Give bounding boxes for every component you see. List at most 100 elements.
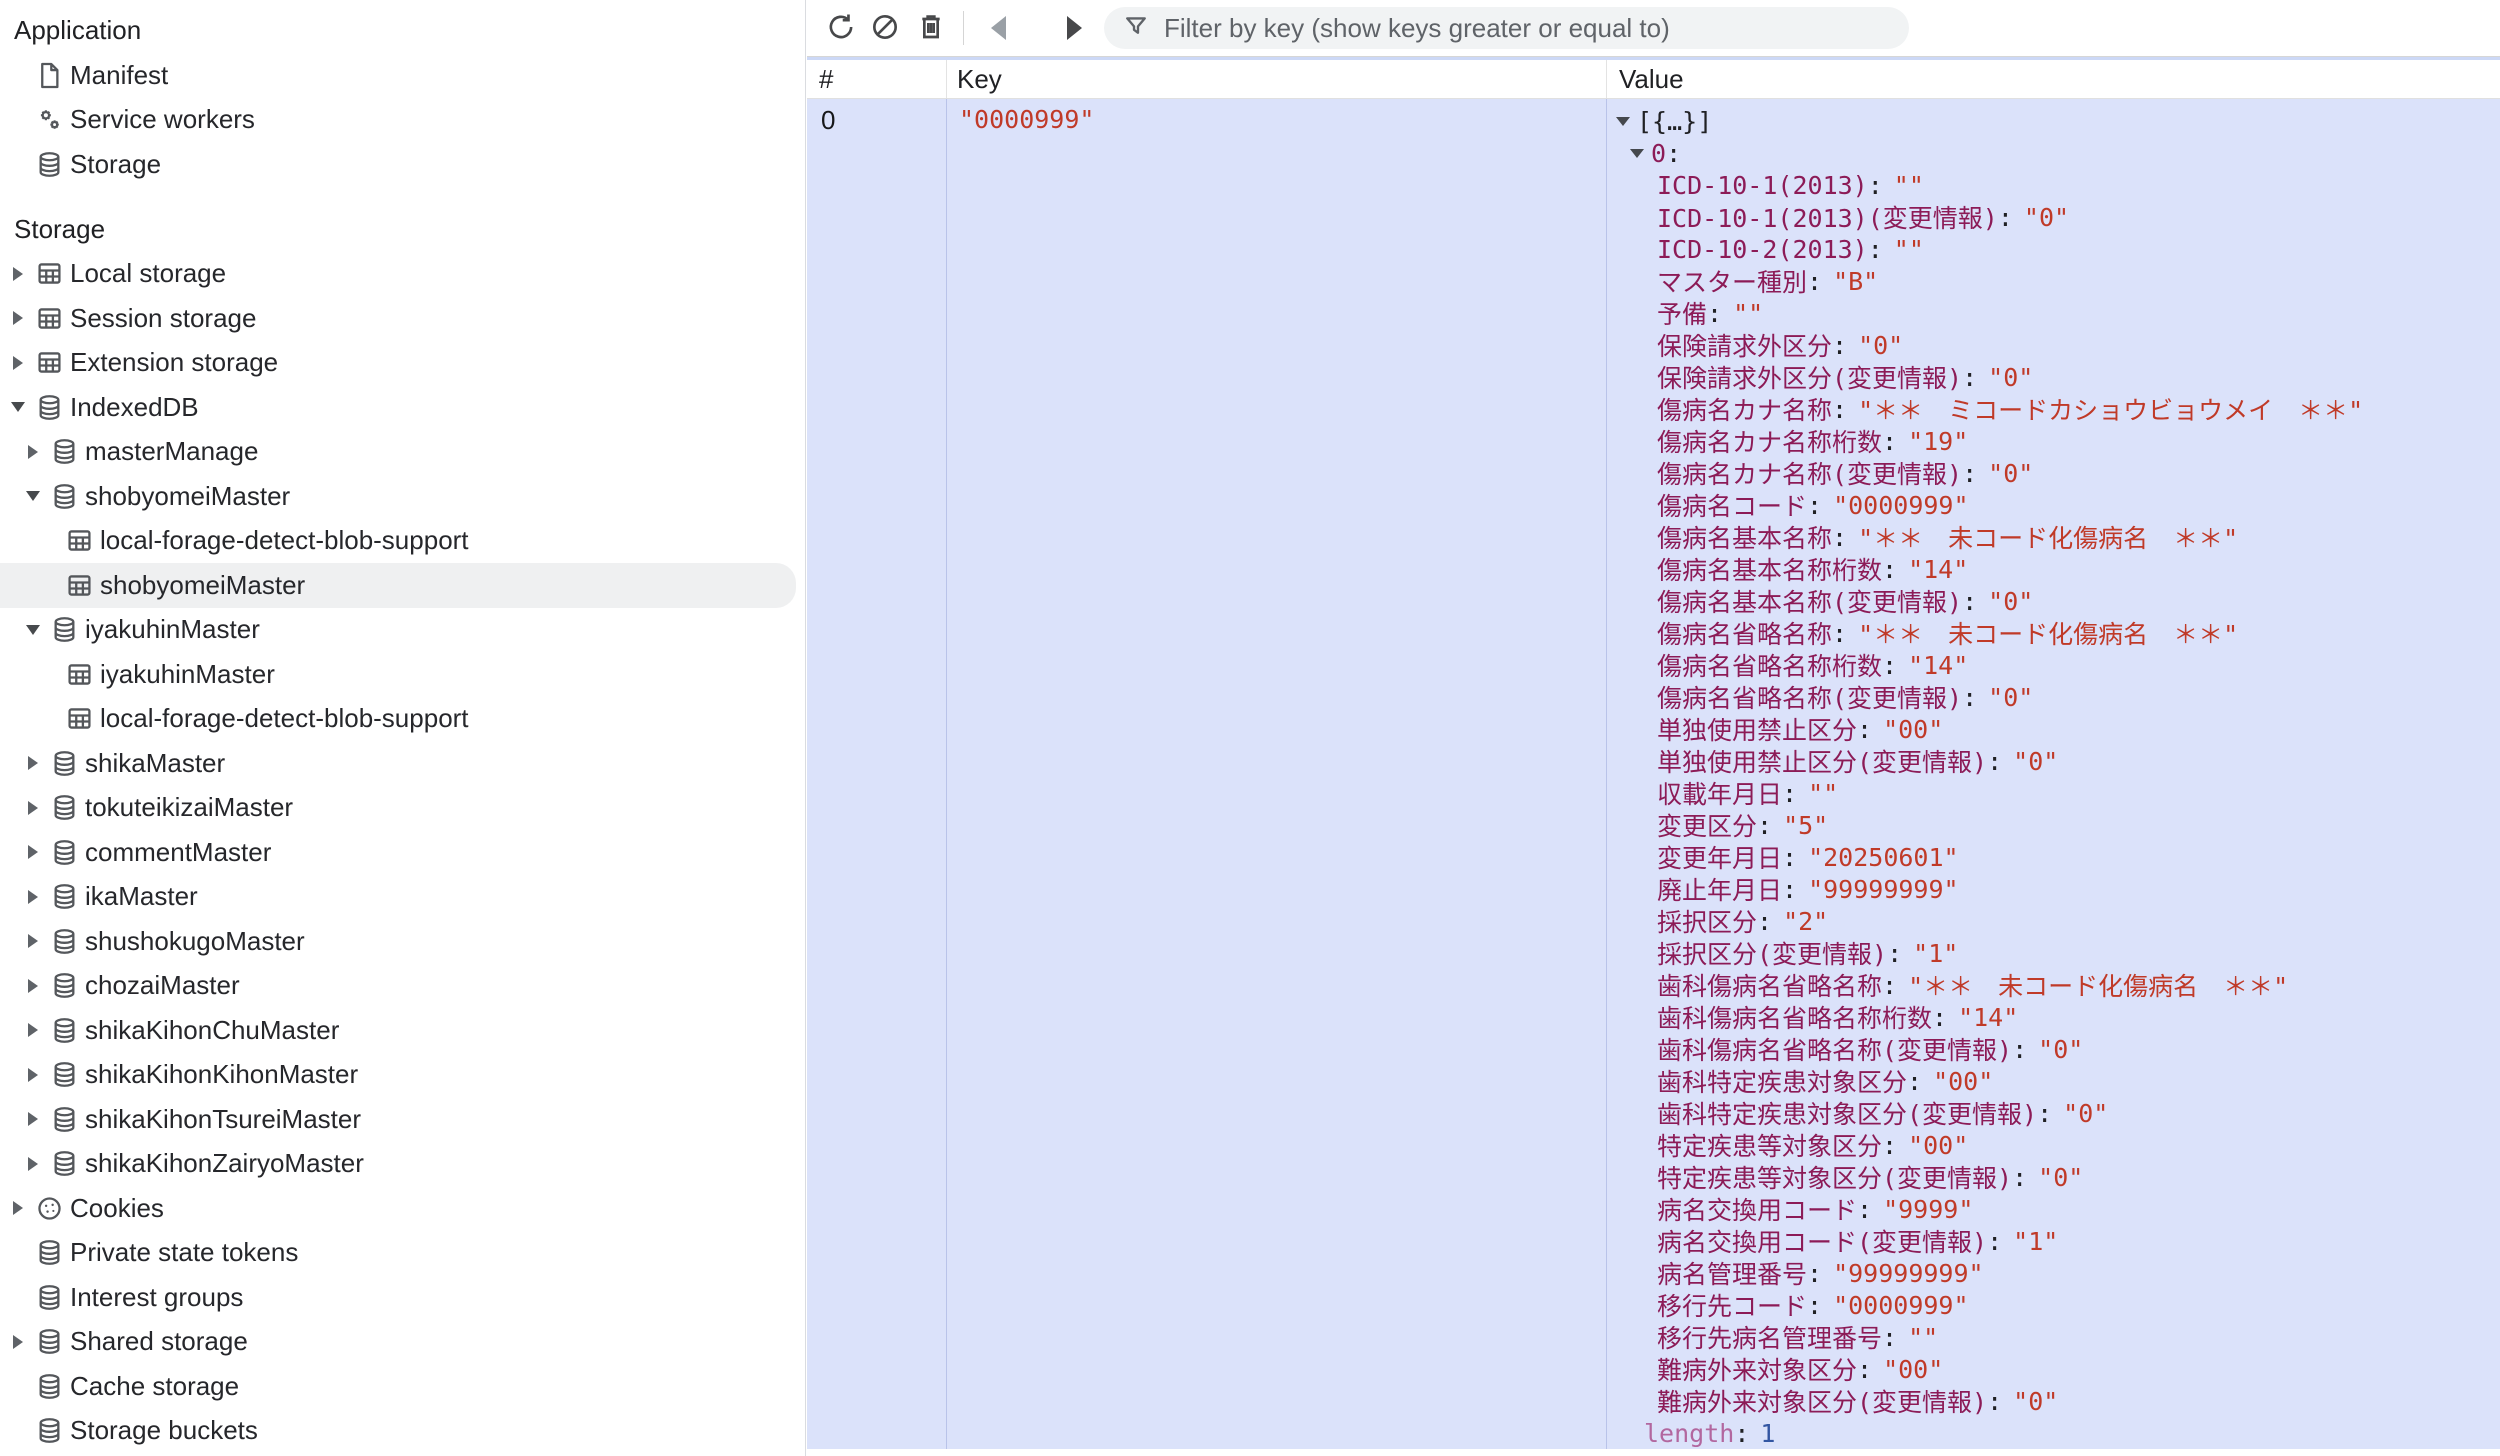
chevron-collapsed-icon[interactable] <box>13 1334 23 1349</box>
chevron-collapsed-icon[interactable] <box>13 266 23 281</box>
sidebar-item-shobyomeimaster[interactable]: shobyomeiMaster <box>0 563 796 608</box>
chevron-collapsed-icon[interactable] <box>28 1112 38 1127</box>
chevron-collapsed-icon[interactable] <box>28 934 38 949</box>
colon: : <box>1887 938 1903 968</box>
next-page-button[interactable] <box>1056 10 1092 46</box>
tree-number-value: 1 <box>1760 1418 1776 1448</box>
sidebar-item-label: Service workers <box>70 104 255 135</box>
tree-string-value: "99999999" <box>1808 874 1959 904</box>
sidebar-item-service-workers[interactable]: Service workers <box>0 98 805 143</box>
sidebar-item-mastermanage[interactable]: masterManage <box>0 430 805 475</box>
sidebar-item-shikakihonchumaster[interactable]: shikaKihonChuMaster <box>0 1008 805 1053</box>
record-value-cell: [{…}]0:ICD-10-1(2013):""ICD-10-1(2013)(変… <box>1607 99 2500 1449</box>
sidebar-item-shikakihontsureimaster[interactable]: shikaKihonTsureiMaster <box>0 1097 805 1142</box>
sidebar-item-indexeddb[interactable]: IndexedDB <box>0 385 805 430</box>
sidebar-item-local-forage-detect-blob-support[interactable]: local-forage-detect-blob-support <box>0 697 805 742</box>
tree-key: 病名交換用コード(変更情報) <box>1657 1228 1988 1257</box>
colon: : <box>1962 362 1978 392</box>
sidebar-item-local-storage[interactable]: Local storage <box>0 252 805 297</box>
sidebar-item-shikamaster[interactable]: shikaMaster <box>0 741 805 786</box>
sidebar-item-label: ikaMaster <box>85 881 198 912</box>
colon: : <box>1666 138 1682 168</box>
colon: : <box>1807 266 1823 296</box>
tree-string-value: "＊＊ 未コード化傷病名 ＊＊" <box>1858 620 2239 649</box>
tree-key: 採択区分 <box>1657 908 1758 937</box>
chevron-collapsed-icon[interactable] <box>28 444 38 459</box>
tree-string-value: "9999" <box>1883 1194 1974 1224</box>
tree-key: 採択区分(変更情報) <box>1657 940 1888 969</box>
sidebar-item-label: tokuteikizaiMaster <box>85 792 294 823</box>
chevron-collapsed-icon[interactable] <box>28 800 38 815</box>
expand-arrow-slot <box>21 1067 45 1082</box>
tree-field-line: 移行先コード:"0000999" <box>1607 1289 2500 1322</box>
chevron-expanded-icon[interactable] <box>11 402 25 413</box>
tree-key: 歯科特定疾患対象区分(変更情報) <box>1657 1100 2038 1129</box>
sidebar-item-label: masterManage <box>85 436 259 467</box>
sidebar-item-shobyomeimaster[interactable]: shobyomeiMaster <box>0 474 805 519</box>
chevron-expanded-icon[interactable] <box>26 624 40 635</box>
database-icon <box>45 1060 83 1089</box>
table-icon <box>30 304 68 333</box>
column-header-key: Key <box>947 60 1607 98</box>
chevron-collapsed-icon[interactable] <box>28 978 38 993</box>
sidebar-item-extension-storage[interactable]: Extension storage <box>0 341 805 386</box>
chevron-collapsed-icon[interactable] <box>13 355 23 370</box>
sidebar-item-shikakihonzairyomaster[interactable]: shikaKihonZairyoMaster <box>0 1142 805 1187</box>
chevron-expanded-icon[interactable] <box>26 491 40 502</box>
refresh-button[interactable] <box>823 10 859 46</box>
sidebar-item-shikakihonkihonmaster[interactable]: shikaKihonKihonMaster <box>0 1053 805 1098</box>
sidebar-item-ikamaster[interactable]: ikaMaster <box>0 875 805 920</box>
sidebar-item-cookies[interactable]: Cookies <box>0 1186 805 1231</box>
tree-string-value: "0" <box>2038 1034 2084 1064</box>
tree-key: ICD-10-1(2013)(変更情報) <box>1657 204 1998 233</box>
sidebar-item-session-storage[interactable]: Session storage <box>0 296 805 341</box>
chevron-collapsed-icon[interactable] <box>28 889 38 904</box>
colon: : <box>1734 1418 1750 1448</box>
tree-field-line: 変更年月日:"20250601" <box>1607 841 2500 874</box>
previous-page-button[interactable] <box>980 10 1016 46</box>
colon: : <box>1832 618 1848 648</box>
sidebar-item-iyakuhinmaster[interactable]: iyakuhinMaster <box>0 608 805 653</box>
tree-string-value: "00" <box>1883 714 1944 744</box>
sidebar-item-storage[interactable]: Storage <box>0 142 805 187</box>
tree-expand-arrow[interactable] <box>1630 148 1644 158</box>
sidebar-item-chozaimaster[interactable]: chozaiMaster <box>0 964 805 1009</box>
colon: : <box>1832 522 1848 552</box>
chevron-collapsed-icon[interactable] <box>13 1201 23 1216</box>
chevron-collapsed-icon[interactable] <box>28 1067 38 1082</box>
tree-key: 難病外来対象区分(変更情報) <box>1657 1388 1988 1417</box>
sidebar-item-shared-storage[interactable]: Shared storage <box>0 1320 805 1365</box>
tree-field-line: 病名管理番号:"99999999" <box>1607 1257 2500 1290</box>
delete-selected-button[interactable] <box>913 10 949 46</box>
sidebar-item-private-state-tokens[interactable]: Private state tokens <box>0 1231 805 1276</box>
tree-string-value: "0" <box>1858 330 1904 360</box>
tree-key: 傷病名省略名称桁数 <box>1657 652 1883 681</box>
tree-key: 予備 <box>1657 300 1708 329</box>
sidebar-item-label: shobyomeiMaster <box>100 569 306 600</box>
chevron-collapsed-icon[interactable] <box>28 756 38 771</box>
chevron-collapsed-icon[interactable] <box>28 1023 38 1038</box>
tree-string-value: "2" <box>1783 906 1829 936</box>
tree-key: 傷病名コード <box>1657 492 1808 521</box>
sidebar-item-cache-storage[interactable]: Cache storage <box>0 1364 805 1409</box>
sidebar-item-interest-groups[interactable]: Interest groups <box>0 1275 805 1320</box>
record-row[interactable]: 0 "0000999" [{…}]0:ICD-10-1(2013):""ICD-… <box>807 99 2500 1449</box>
database-icon <box>45 482 83 511</box>
tree-field-line: 歯科傷病名省略名称桁数:"14" <box>1607 1001 2500 1034</box>
chevron-collapsed-icon[interactable] <box>28 1156 38 1171</box>
key-filter-input[interactable] <box>1162 11 1891 45</box>
chevron-collapsed-icon[interactable] <box>13 311 23 326</box>
sidebar-item-local-forage-detect-blob-support[interactable]: local-forage-detect-blob-support <box>0 519 805 564</box>
sidebar-item-manifest[interactable]: Manifest <box>0 53 805 98</box>
clear-object-store-button[interactable] <box>867 10 903 46</box>
sidebar-item-label: shikaKihonTsureiMaster <box>85 1103 362 1134</box>
sidebar-item-shushokugomaster[interactable]: shushokugoMaster <box>0 919 805 964</box>
tree-field-line: 保険請求外区分:"0" <box>1607 329 2500 362</box>
sidebar-item-tokuteikizaimaster[interactable]: tokuteikizaiMaster <box>0 786 805 831</box>
tree-expand-arrow[interactable] <box>1616 116 1630 126</box>
sidebar-item-iyakuhinmaster[interactable]: iyakuhinMaster <box>0 652 805 697</box>
sidebar-item-storage-buckets[interactable]: Storage buckets <box>0 1409 805 1454</box>
chevron-collapsed-icon[interactable] <box>28 845 38 860</box>
sidebar-item-commentmaster[interactable]: commentMaster <box>0 830 805 875</box>
